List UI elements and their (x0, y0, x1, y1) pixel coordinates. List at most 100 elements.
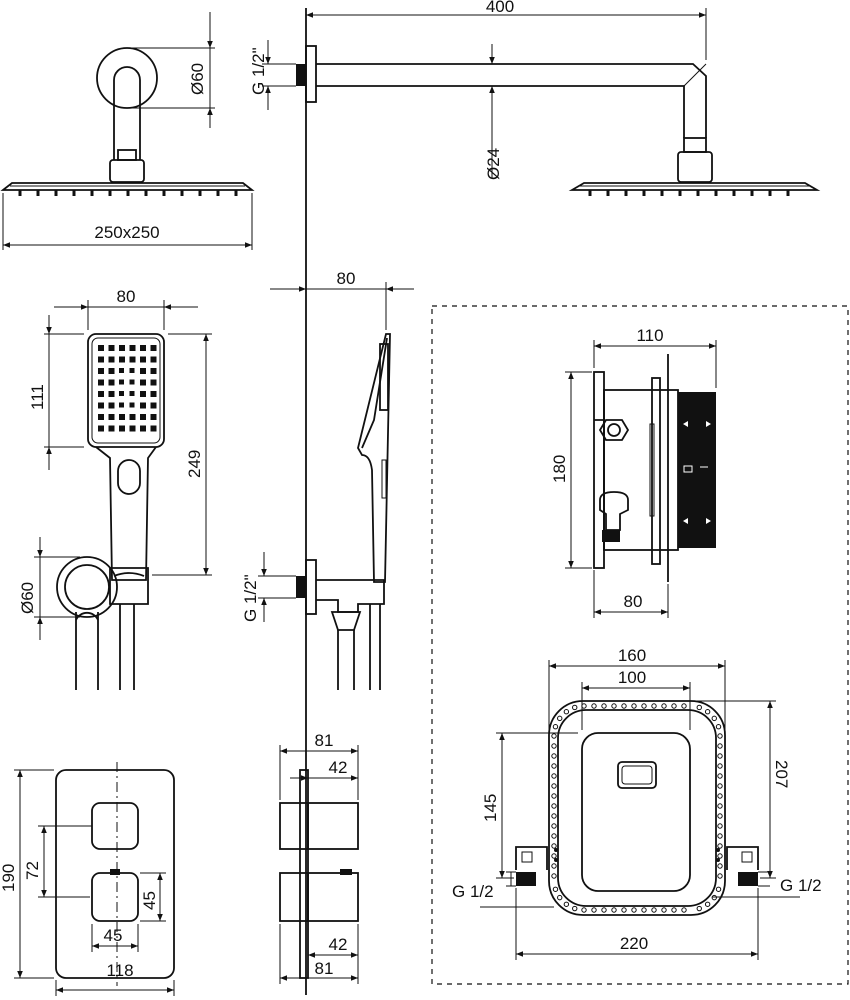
frame-dot (661, 907, 667, 913)
frame-dot (681, 907, 687, 913)
frame-dot (581, 907, 587, 913)
hand-nozzle (129, 356, 136, 363)
hand-nozzle (108, 368, 115, 374)
upper-port-hex (598, 419, 630, 441)
frame-dot (557, 894, 563, 901)
hand-nozzle (150, 414, 157, 420)
hand-nozzle (108, 379, 115, 386)
box-height-label: 180 (550, 455, 569, 483)
mixer-plate (55, 769, 175, 979)
knob-width-label: 45 (104, 926, 123, 945)
nozzle (72, 190, 76, 196)
hand-shower-front-view: 80 111 249 Ø60 (18, 287, 212, 690)
frame-dot (651, 703, 657, 709)
frame-dot (711, 894, 717, 901)
nozzle (234, 190, 238, 196)
frame-dot (631, 907, 637, 913)
side-upper-knob-back (279, 802, 309, 850)
hand-nozzle (98, 425, 104, 432)
frame-dot (552, 724, 559, 730)
hand-nozzle (98, 356, 104, 363)
frame-dot (717, 853, 723, 859)
frame-outer-width-label: 160 (618, 646, 646, 665)
plate-width-label: 118 (106, 961, 133, 980)
frame-dot (601, 703, 607, 709)
hand-nozzle (150, 425, 157, 432)
frame-inner-width-label: 100 (618, 668, 646, 687)
hand-shower-handle (95, 446, 157, 581)
nozzle (750, 190, 754, 196)
frame-dot (671, 907, 677, 913)
hand-nozzle (150, 368, 157, 374)
frame-dot (696, 905, 702, 912)
hand-nozzle (98, 345, 104, 351)
frame-dot (717, 733, 723, 739)
hand-nozzle (98, 414, 104, 420)
side-depth-top-label: 81 (315, 731, 334, 750)
hand-nozzle (129, 379, 135, 385)
hand-nozzle (140, 391, 146, 397)
nozzle (696, 190, 700, 196)
frame-dot (551, 753, 557, 759)
nozzle (642, 190, 646, 196)
nozzle (90, 190, 94, 196)
nozzle (786, 190, 790, 196)
hand-nozzle (119, 379, 124, 385)
mixer-plate-front-view: 190 72 45 45 118 (0, 762, 175, 996)
hand-nozzle (140, 356, 146, 363)
hand-nozzle (129, 368, 135, 373)
hand-nozzle (150, 356, 157, 363)
side-head-connector (677, 151, 713, 183)
hand-nozzle (140, 379, 146, 386)
hand-width-label: 80 (117, 287, 136, 306)
hose-right (119, 604, 135, 690)
frame-height-left-label: 145 (481, 794, 500, 822)
hand-nozzle (140, 368, 146, 374)
frame-dot (717, 753, 723, 759)
frame-dot (552, 886, 559, 892)
box-body (603, 389, 679, 551)
nozzle (714, 190, 718, 196)
frame-dot (551, 823, 557, 829)
left-bracket (515, 846, 548, 870)
holder-flange-circle (56, 556, 118, 618)
frame-height-right-label: 207 (772, 760, 791, 788)
frame-inner-plate (581, 732, 691, 892)
hand-shower-side-view: 80 G 1/2" (241, 269, 414, 690)
hand-side-profile (357, 333, 391, 583)
wall-flange-side (305, 45, 317, 103)
port-right-label: G 1/2 (780, 876, 822, 895)
hose-left (75, 612, 99, 690)
frame-dot (551, 793, 557, 799)
frame-dot (551, 773, 557, 779)
hand-nozzle (140, 345, 146, 351)
frame-dot (641, 907, 647, 913)
frame-dot (717, 833, 723, 839)
frame-dot (715, 886, 722, 892)
frame-dot (572, 704, 578, 711)
mixer-side-view: 81 42 42 81 (279, 731, 359, 984)
right-bracket (726, 846, 759, 870)
frame-dot (641, 703, 647, 709)
nozzle (660, 190, 664, 196)
frame-dot (563, 901, 570, 907)
holder-body (316, 579, 385, 613)
hand-nozzle (119, 356, 125, 363)
hand-nozzle (140, 402, 146, 409)
side-lower-knob-back (279, 872, 309, 922)
hand-nozzle (129, 391, 135, 396)
frame-dot (717, 813, 723, 819)
nozzle (180, 190, 184, 196)
hand-nozzle (129, 414, 136, 420)
hand-nozzle (108, 425, 115, 432)
arm-thread-label: G 1/2" (249, 47, 268, 95)
concealed-frame-front-view: 160 100 145 207 220 G 1/2 G 1/2 (452, 646, 822, 960)
nozzle (162, 190, 166, 196)
hand-nozzle (150, 345, 157, 351)
arm-diameter-label: Ø24 (484, 148, 503, 180)
hand-nozzle (98, 402, 104, 409)
frame-dot (591, 703, 597, 709)
hand-nozzle (140, 425, 146, 432)
wall-flange-circle (96, 47, 158, 109)
frame-dot (611, 907, 617, 913)
